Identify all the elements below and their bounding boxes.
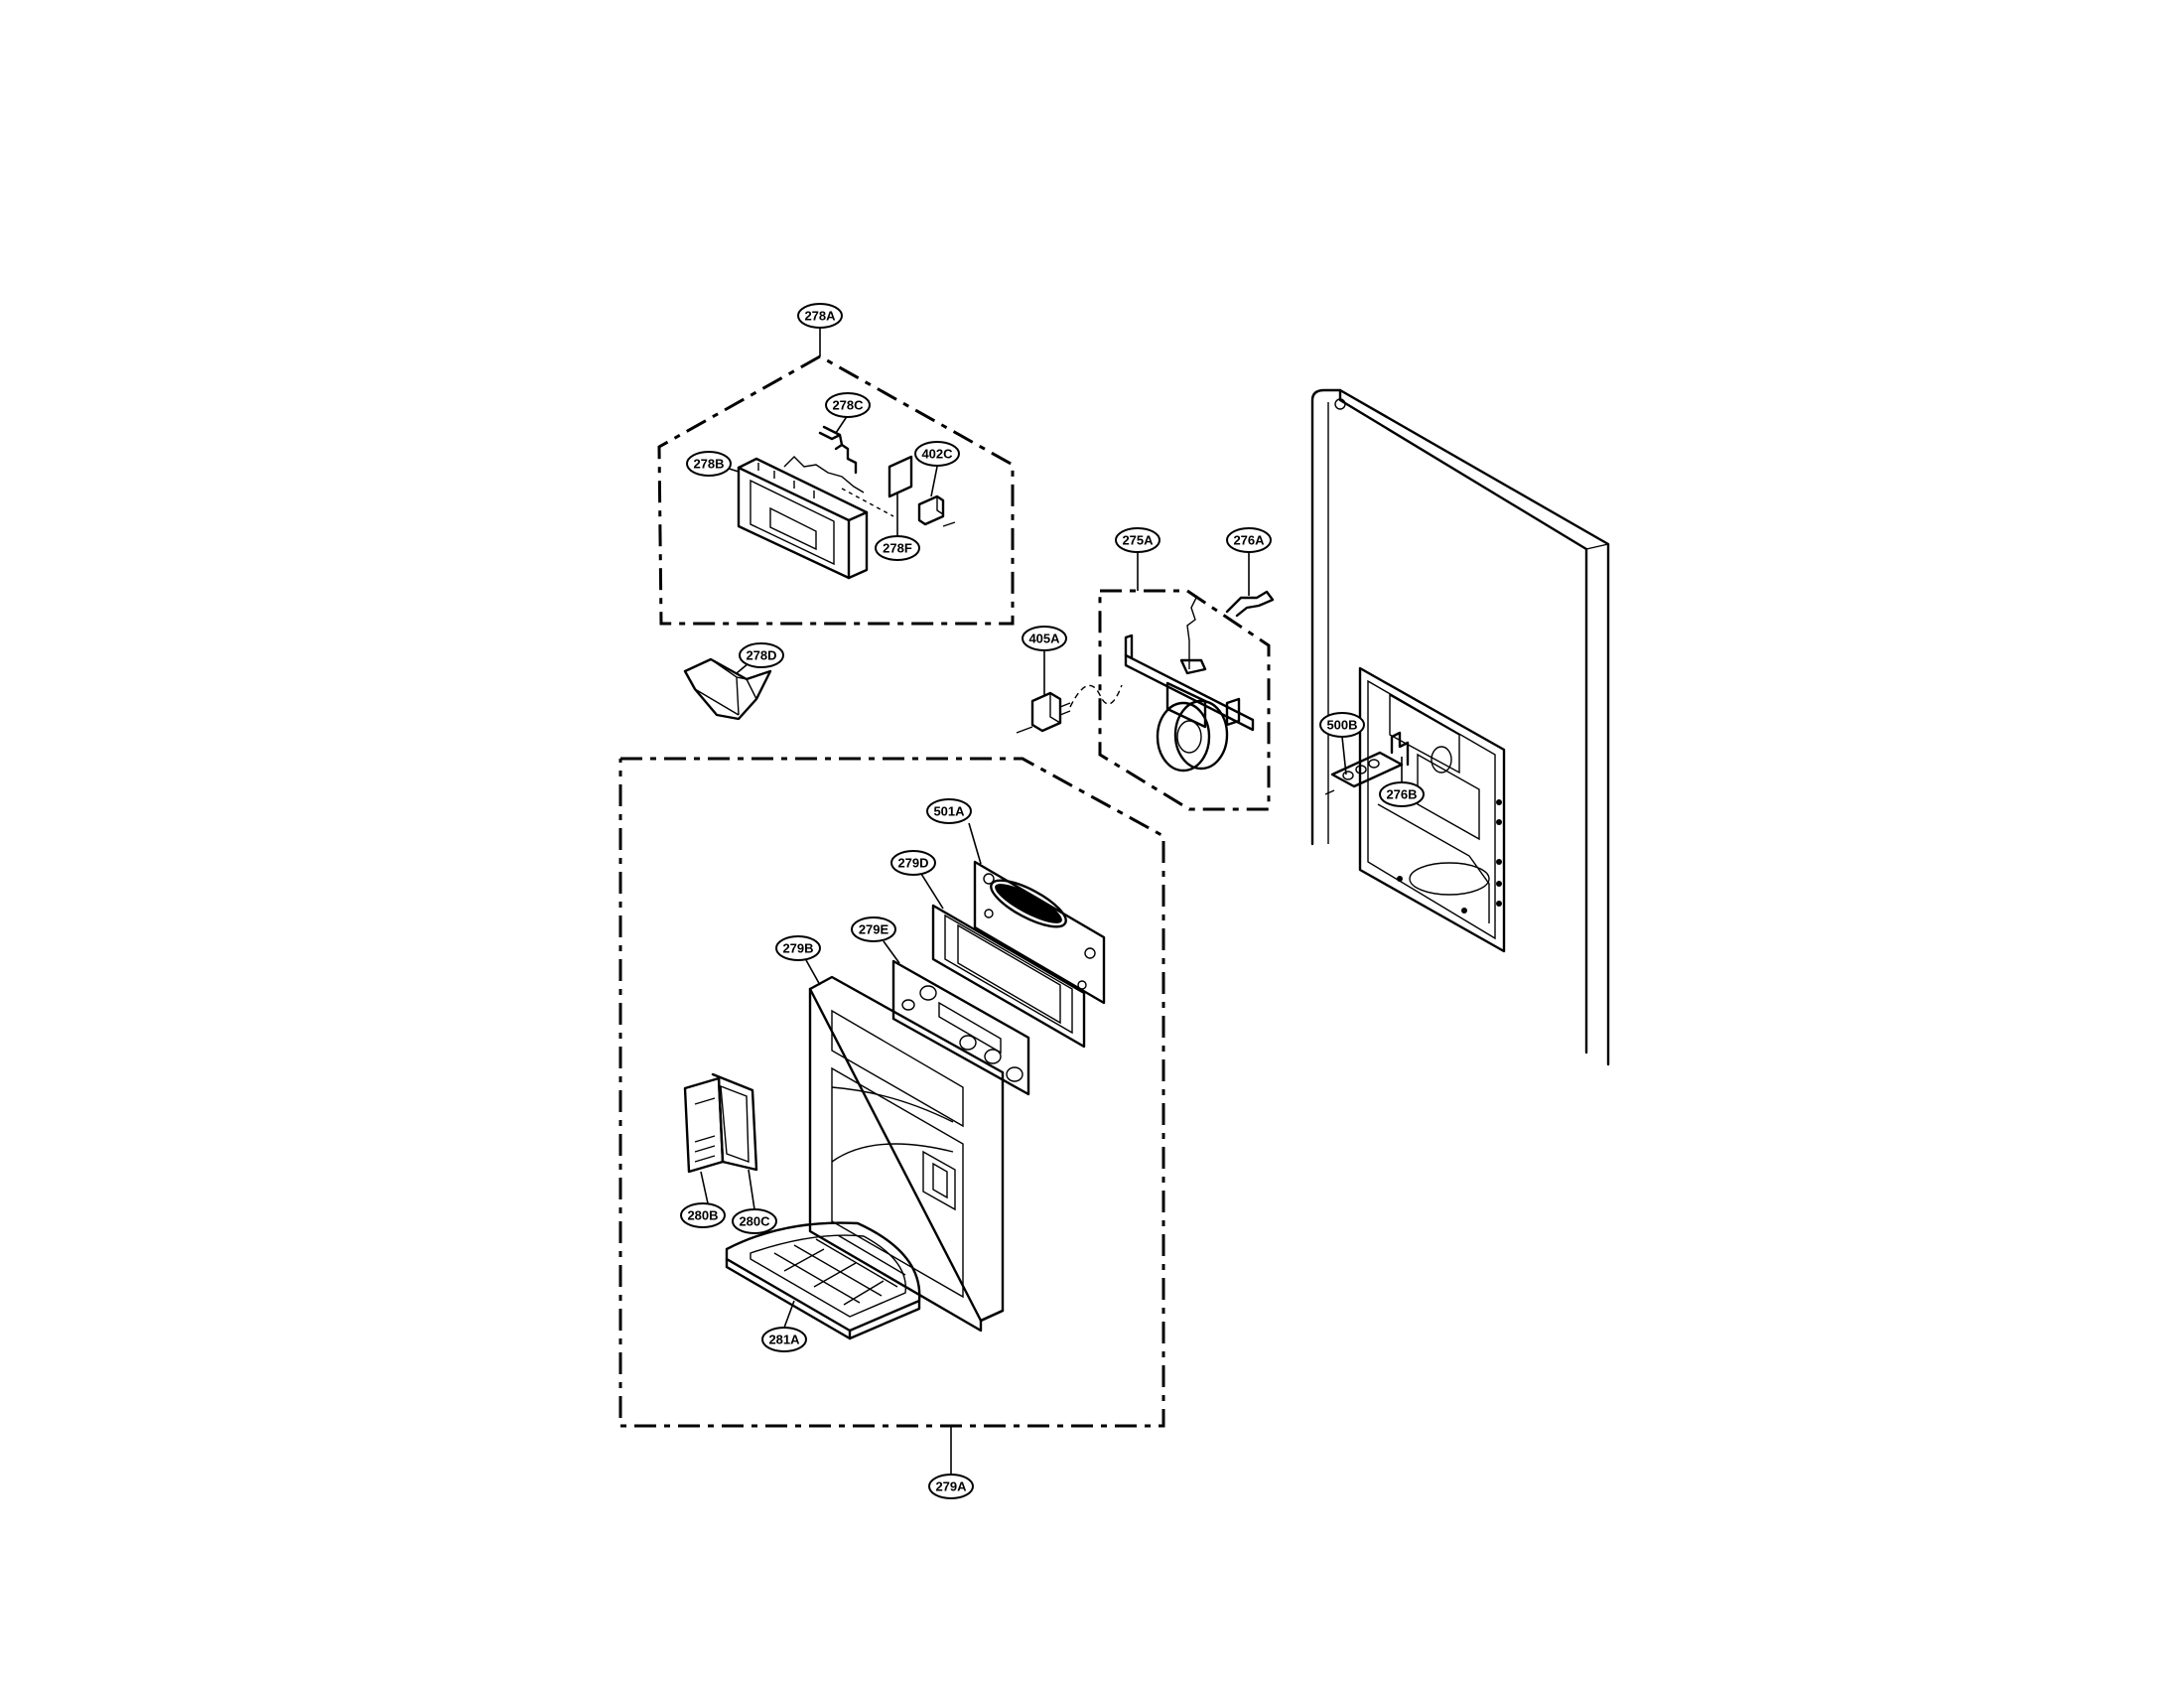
callout-label-500B: 500B bbox=[1326, 718, 1357, 733]
part-280B bbox=[683, 1076, 725, 1174]
callout-276B: 276B bbox=[1379, 781, 1425, 807]
group-boundary-278A bbox=[657, 354, 1015, 626]
callout-278A: 278A bbox=[797, 303, 843, 329]
door-hinge-hole bbox=[1334, 398, 1346, 410]
callout-501A: 501A bbox=[926, 798, 972, 824]
part-276A-clip bbox=[1225, 590, 1275, 618]
part-278D-chute bbox=[683, 657, 772, 721]
callout-label-280B: 280B bbox=[687, 1208, 718, 1223]
callout-label-275A: 275A bbox=[1122, 533, 1154, 548]
callout-label-276B: 276B bbox=[1386, 787, 1417, 802]
callout-label-278A: 278A bbox=[804, 309, 836, 324]
part-280C bbox=[711, 1072, 758, 1172]
callout-279A: 279A bbox=[928, 1474, 974, 1499]
callout-label-279B: 279B bbox=[782, 941, 813, 956]
part-276B bbox=[1390, 731, 1410, 767]
group-boundary-279A bbox=[618, 757, 1165, 1428]
callout-279D: 279D bbox=[890, 850, 936, 876]
callout-279E: 279E bbox=[851, 916, 896, 942]
part-279B-front-cover bbox=[808, 975, 1005, 1333]
callout-405A: 405A bbox=[1022, 626, 1067, 651]
callout-278F: 278F bbox=[875, 535, 920, 561]
callout-280B: 280B bbox=[680, 1202, 726, 1228]
leader-lines bbox=[700, 329, 1403, 1475]
callout-label-280C: 280C bbox=[739, 1214, 770, 1229]
part-279D-frame bbox=[931, 904, 1086, 1049]
dispenser-recess bbox=[1358, 666, 1506, 953]
callout-label-501A: 501A bbox=[933, 804, 965, 819]
part-402C-switch bbox=[917, 494, 956, 527]
part-278C-lever bbox=[818, 425, 858, 475]
part-275A-auger-motor bbox=[1124, 595, 1255, 773]
part-278F-plate bbox=[887, 455, 913, 498]
callout-278B: 278B bbox=[686, 451, 732, 477]
callout-label-276A: 276A bbox=[1233, 533, 1265, 548]
group-boundary-275A bbox=[1098, 589, 1271, 811]
callout-label-279A: 279A bbox=[935, 1479, 967, 1494]
callout-label-278F: 278F bbox=[883, 541, 912, 556]
part-281A-drip-tray bbox=[725, 1221, 921, 1340]
callout-500B: 500B bbox=[1319, 712, 1365, 738]
part-279E-panel bbox=[891, 959, 1030, 1096]
callout-label-278D: 278D bbox=[746, 648, 776, 663]
callout-280C: 280C bbox=[732, 1208, 777, 1234]
callout-278D: 278D bbox=[739, 642, 784, 668]
callout-402C: 402C bbox=[914, 441, 960, 467]
callout-281A: 281A bbox=[761, 1327, 807, 1352]
part-405A-solenoid bbox=[1016, 684, 1123, 734]
callout-278C: 278C bbox=[825, 392, 871, 418]
callout-label-278C: 278C bbox=[832, 398, 864, 413]
callout-279B: 279B bbox=[775, 935, 821, 961]
callout-label-281A: 281A bbox=[768, 1333, 800, 1347]
part-278B-housing bbox=[737, 456, 869, 580]
callout-label-279E: 279E bbox=[859, 922, 889, 937]
part-501A bbox=[973, 860, 1106, 1005]
callout-276A: 276A bbox=[1226, 527, 1272, 553]
callout-275A: 275A bbox=[1115, 527, 1160, 553]
callout-label-279D: 279D bbox=[897, 856, 928, 871]
callout-label-278B: 278B bbox=[693, 457, 724, 472]
callout-label-405A: 405A bbox=[1028, 632, 1060, 646]
callout-label-402C: 402C bbox=[921, 447, 953, 462]
